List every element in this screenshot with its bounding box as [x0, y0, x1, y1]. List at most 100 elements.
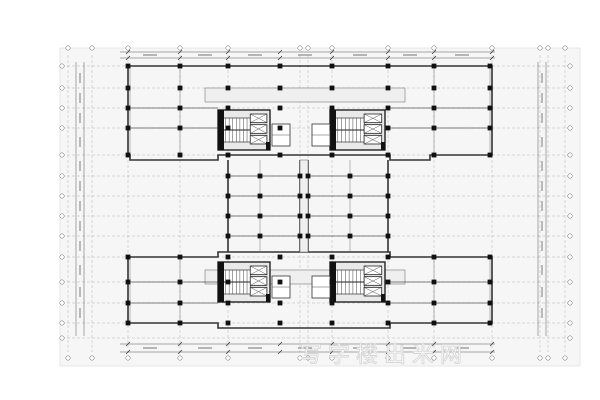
axis-bubble	[567, 300, 573, 306]
structural-column	[125, 152, 131, 158]
structural-column	[225, 279, 231, 285]
structural-column	[329, 320, 335, 326]
structural-column	[385, 233, 391, 239]
core-shear-wall	[266, 142, 270, 150]
core-shear-wall	[218, 110, 224, 150]
structural-column	[277, 63, 283, 69]
core-shear-wall	[381, 294, 385, 302]
elevator-cross	[250, 113, 267, 123]
axis-bubble	[567, 320, 573, 326]
structural-column	[385, 300, 391, 306]
dimension-tick	[385, 49, 391, 55]
structural-column	[487, 105, 493, 111]
structural-column	[297, 173, 303, 179]
structural-column	[225, 125, 231, 131]
structural-column	[431, 279, 437, 285]
dimension-tick	[489, 55, 495, 61]
axis-bubble	[59, 85, 65, 91]
core-shear-wall	[266, 294, 270, 302]
dimension-tick	[489, 349, 495, 355]
structural-column	[431, 300, 437, 306]
structural-column	[177, 320, 183, 326]
axis-bubble	[59, 213, 65, 219]
structural-column	[431, 254, 437, 260]
axis-bubble	[59, 152, 65, 158]
structural-column	[487, 279, 493, 285]
dimension-tick	[385, 341, 391, 347]
axis-bubble	[59, 320, 65, 326]
dimension-tick	[329, 341, 335, 347]
axis-bubble	[567, 105, 573, 111]
axis-bubble	[89, 45, 95, 51]
axis-bubble	[567, 125, 573, 131]
dimension-tick	[177, 349, 183, 355]
elevator-cross	[363, 113, 382, 123]
axis-bubble	[59, 279, 65, 285]
dimension-tick	[225, 49, 231, 55]
structural-column	[297, 193, 303, 199]
structural-column	[385, 173, 391, 179]
structural-column	[277, 254, 283, 260]
structural-column	[125, 125, 131, 131]
structural-column	[257, 173, 263, 179]
structural-column	[257, 233, 263, 239]
dimension-tick	[431, 55, 437, 61]
axis-bubble	[297, 355, 303, 361]
structural-column	[297, 213, 303, 219]
structural-column	[225, 233, 231, 239]
structural-column	[385, 85, 391, 91]
axis-bubble	[59, 173, 65, 179]
dimension-tick	[329, 349, 335, 355]
dimension-tick	[177, 341, 183, 347]
axis-bubble	[65, 45, 71, 51]
axis-bubble	[545, 355, 551, 361]
axis-bubble	[59, 125, 65, 131]
service-core	[329, 109, 386, 151]
structural-column	[225, 320, 231, 326]
structural-column	[347, 193, 353, 199]
elevator-cross	[250, 124, 267, 134]
axis-bubble	[59, 254, 65, 260]
axis-bubble	[385, 355, 391, 361]
structural-column	[125, 320, 131, 326]
structural-column	[177, 152, 183, 158]
axis-bubble	[59, 63, 65, 69]
axis-bubble	[567, 63, 573, 69]
structural-column	[177, 300, 183, 306]
structural-column	[125, 279, 131, 285]
axis-bubble	[125, 355, 131, 361]
structural-column	[385, 125, 391, 131]
dimension-tick	[125, 55, 131, 61]
dimension-tick	[431, 49, 437, 55]
structural-column	[305, 233, 311, 239]
dimension-tick	[277, 349, 283, 355]
axis-bubble	[329, 355, 335, 361]
structural-column	[177, 125, 183, 131]
structural-column	[277, 105, 283, 111]
structural-column	[487, 125, 493, 131]
axis-bubble	[305, 355, 311, 361]
structural-column	[225, 254, 231, 260]
structural-column	[329, 279, 335, 285]
elevator-cross	[250, 135, 267, 145]
structural-column	[487, 300, 493, 306]
structural-column	[277, 300, 283, 306]
structural-column	[487, 320, 493, 326]
structural-column	[431, 105, 437, 111]
structural-column	[125, 254, 131, 260]
dimension-tick	[431, 341, 437, 347]
axis-bubble	[65, 355, 71, 361]
structural-column	[487, 63, 493, 69]
structural-column	[487, 85, 493, 91]
structural-column	[277, 279, 283, 285]
structural-column	[431, 85, 437, 91]
dimension-tick	[431, 349, 437, 355]
structural-column	[385, 152, 391, 158]
structural-column	[431, 63, 437, 69]
structural-column	[225, 300, 231, 306]
structural-column	[385, 193, 391, 199]
structural-column	[277, 125, 283, 131]
watermark-text: 写字楼出米网	[300, 343, 468, 368]
elevator-cross	[363, 124, 382, 134]
